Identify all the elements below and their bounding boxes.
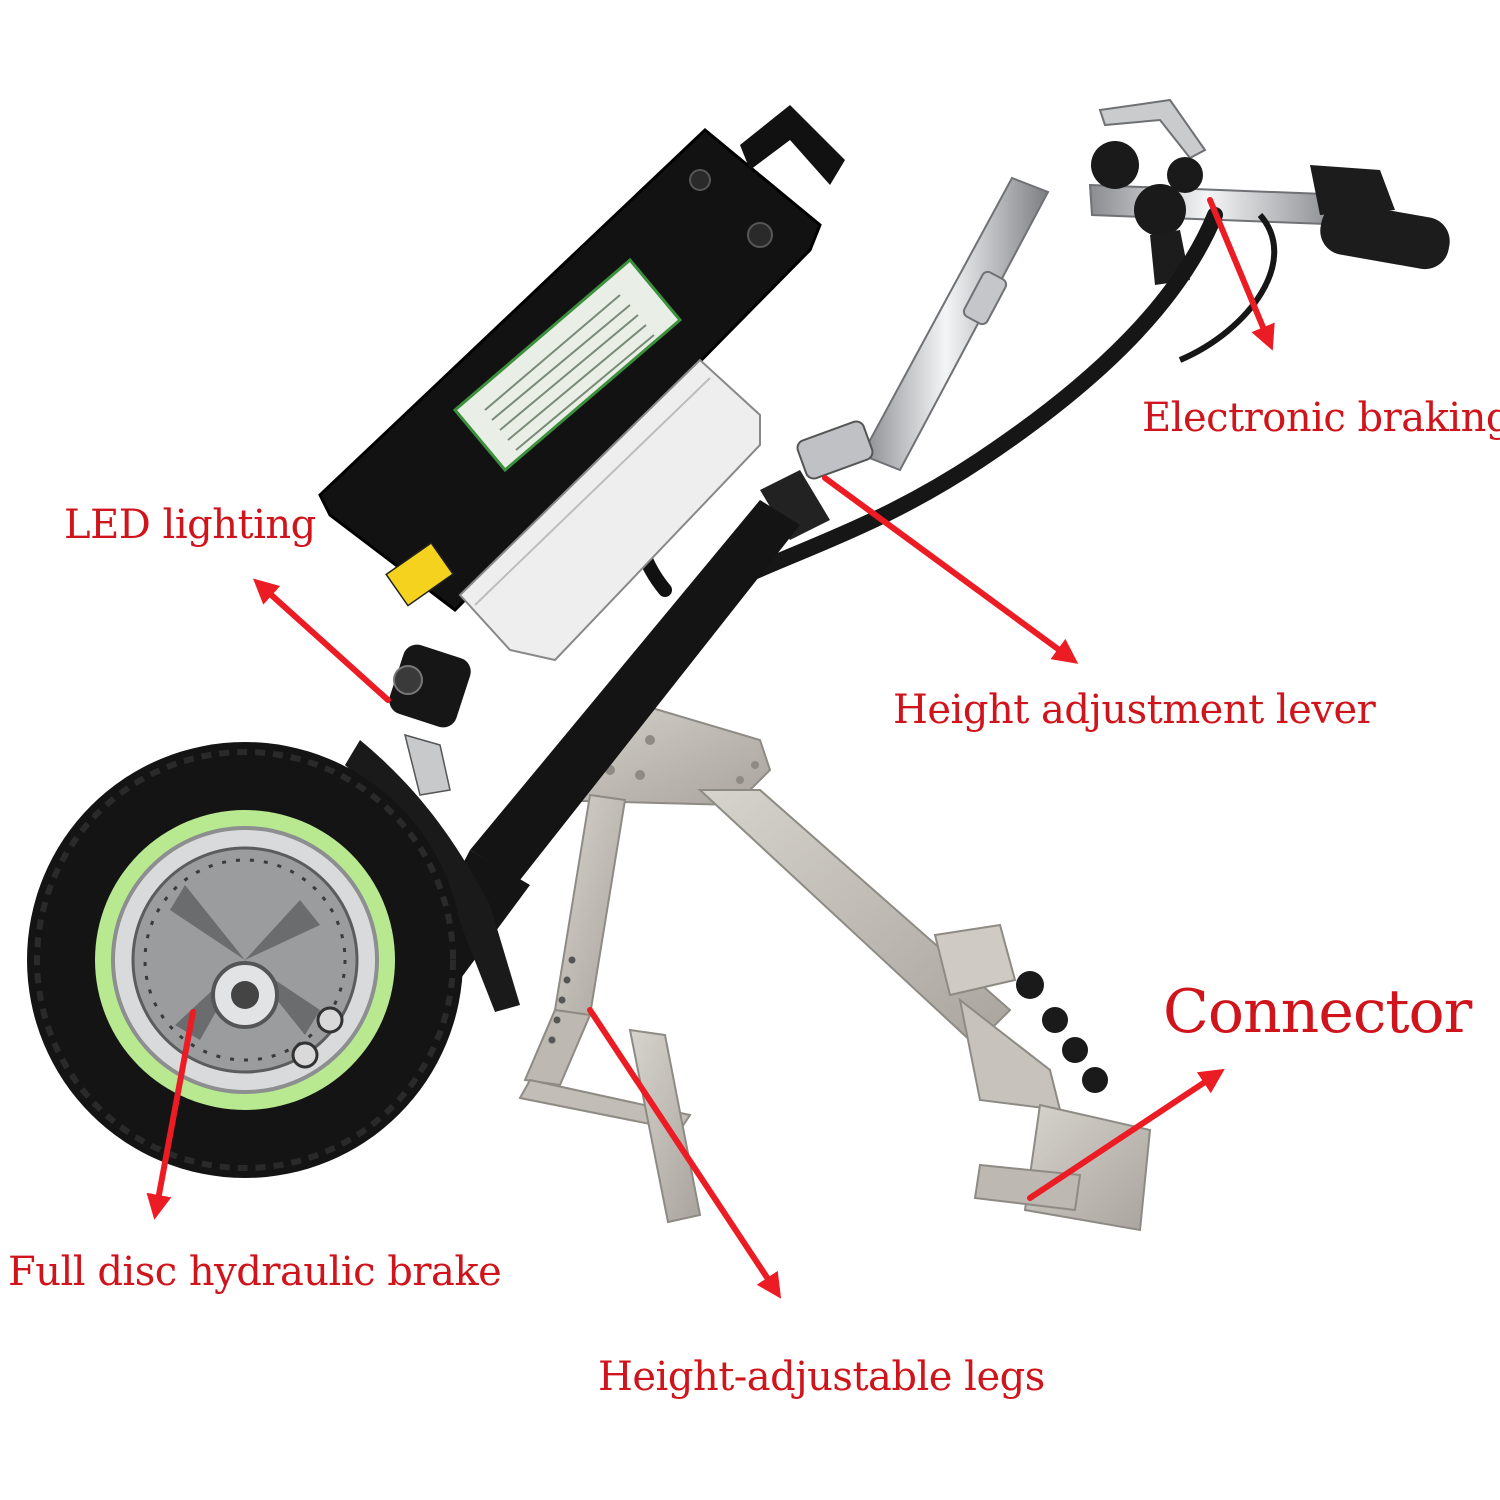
arrow-connector [1027, 1068, 1225, 1201]
label-height-adjustment-lever: Height adjustment lever [893, 687, 1376, 733]
arrow-led-lighting [253, 578, 391, 703]
label-led-lighting: LED lighting [64, 502, 316, 548]
steering-column [760, 176, 1050, 540]
handlebar [692, 98, 1450, 608]
led-headlight [389, 644, 471, 796]
battery-pack [318, 105, 845, 612]
label-disc-brake: Full disc hydraulic brake [8, 1249, 502, 1295]
controller-box [458, 358, 761, 662]
front-wheel [27, 742, 463, 1178]
label-electronic-braking: Electronic braking [1142, 395, 1500, 441]
label-adjustable-legs: Height-adjustable legs [598, 1354, 1045, 1400]
mounting-frame [518, 698, 1152, 1232]
label-connector: Connector [1163, 977, 1472, 1047]
annotation-arrows [146, 197, 1275, 1299]
arrow-electronic-braking [1207, 197, 1275, 351]
arrow-adjustable-legs [587, 1007, 782, 1299]
arrow-height-adjustment-lever [822, 475, 1079, 664]
arrow-disc-brake [146, 1009, 196, 1220]
